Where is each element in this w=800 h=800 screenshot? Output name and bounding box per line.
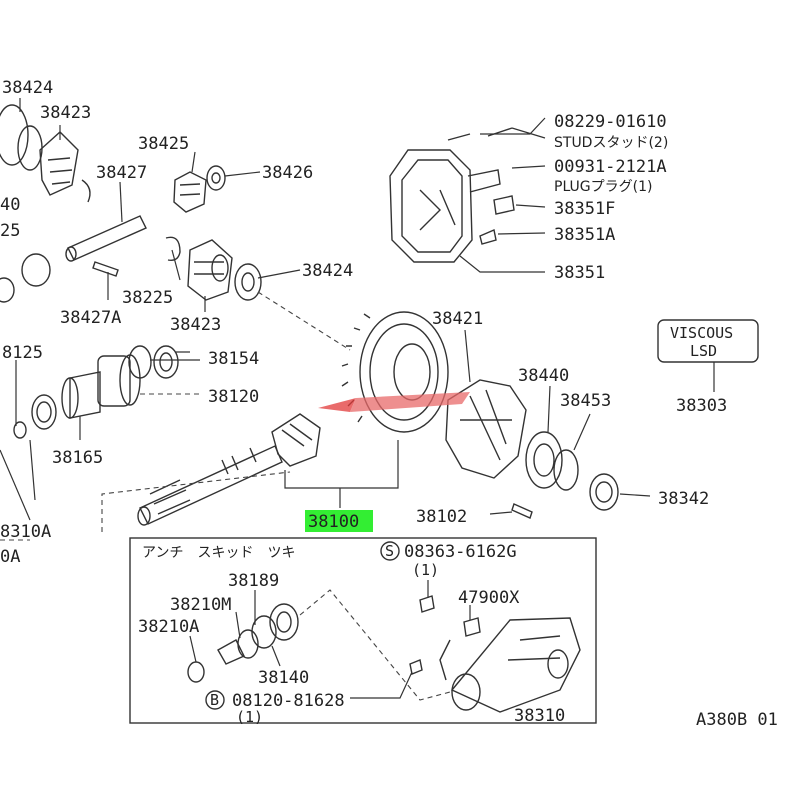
- part-labels: 38424 38423 38425 38426 38427 40 25 3822…: [0, 78, 733, 567]
- s-circle: [380, 541, 400, 561]
- label-08120: 08120-81628: [232, 691, 345, 711]
- side-bearing-assembly: [511, 431, 619, 519]
- rear-diff-housing-38310: [450, 617, 581, 713]
- label-38100: 38100: [308, 512, 359, 532]
- label-08229: 08229-01610: [554, 112, 667, 132]
- label-38310A: 8310A: [0, 522, 51, 542]
- label-08363: 08363-6162G: [404, 542, 517, 562]
- pinion-bearing-assembly: [13, 345, 179, 439]
- label-38351: 38351: [554, 263, 605, 283]
- label-38165: 38165: [52, 448, 103, 468]
- label-38424-top: 38424: [2, 78, 53, 98]
- label-38453: 38453: [560, 391, 611, 411]
- label-38310: 38310: [514, 706, 565, 726]
- differential-case: [445, 329, 527, 479]
- label-47900X: 47900X: [458, 588, 520, 608]
- ring-gear-38421: [341, 311, 449, 433]
- leader-lines-mid-right: [489, 362, 715, 515]
- label-00931: 00931-2121A: [554, 157, 667, 177]
- b-symbol: B: [210, 691, 219, 709]
- label-38351A: 38351A: [554, 225, 615, 245]
- label-38440: 38440: [518, 366, 569, 386]
- label-38140: 38140: [258, 668, 309, 688]
- label-s-qty: (1): [412, 561, 439, 579]
- label-38427: 38427: [96, 163, 147, 183]
- label-plug: PLUGプラグ(1): [554, 179, 652, 195]
- bracket-38100: [284, 440, 399, 508]
- label-antiskid: アンチ スキッド ツキ: [142, 545, 295, 561]
- label-b-qty: (1): [236, 708, 263, 726]
- anti-skid-sensor-parts: [187, 595, 481, 683]
- pinion-dash-guide: [101, 471, 291, 532]
- leader-lines-mid-left: [0, 351, 200, 541]
- label-lsd: LSD: [690, 342, 717, 360]
- label-38303: 38303: [676, 396, 727, 416]
- label-38426: 38426: [262, 163, 313, 183]
- label-38120: 38120: [208, 387, 259, 407]
- label-viscous: VISCOUS: [670, 324, 733, 342]
- label-38423-mid: 38423: [170, 315, 221, 335]
- label-38342: 38342: [658, 489, 709, 509]
- rear-cover-38351: [389, 127, 515, 263]
- label-40: 40: [0, 195, 20, 215]
- label-38125: 8125: [2, 343, 43, 363]
- leader-lines-top-right: [459, 117, 546, 273]
- s-symbol: S: [385, 542, 394, 560]
- figure-code: A380B 01: [696, 710, 778, 730]
- b-circle: [205, 690, 225, 710]
- anti-skid-box: [129, 537, 597, 724]
- label-25: 25: [0, 221, 20, 241]
- highlight-38100: 38100: [305, 510, 373, 532]
- viscous-lsd-box: [657, 319, 759, 363]
- label-38421: 38421: [432, 309, 483, 329]
- label-38102: 38102: [416, 507, 467, 527]
- side-gear-assembly-top: [0, 104, 262, 303]
- drive-pinion-38100: [137, 413, 321, 526]
- label-38427A: 38427A: [60, 308, 121, 328]
- label-38351F: 38351F: [554, 199, 615, 219]
- leader-lines-bottom: [189, 580, 471, 701]
- label-38425: 38425: [138, 134, 189, 154]
- label-38189: 38189: [228, 571, 279, 591]
- label-38154: 38154: [208, 349, 259, 369]
- label-38423-top: 38423: [40, 103, 91, 123]
- label-38210M: 38210M: [170, 595, 231, 615]
- anti-skid-labels: アンチ スキッド ツキ S 08363-6162G (1) 47900X 381…: [138, 541, 565, 726]
- label-0A: 0A: [0, 547, 20, 567]
- label-38225: 38225: [122, 288, 173, 308]
- label-38424-mid: 38424: [302, 261, 353, 281]
- watermark-logo: [318, 392, 470, 412]
- highlight-swatch: [305, 510, 373, 532]
- leader-lines-top-left: [19, 98, 351, 351]
- label-38210A: 38210A: [138, 617, 199, 637]
- label-stud: STUDスタッド(2): [554, 135, 668, 151]
